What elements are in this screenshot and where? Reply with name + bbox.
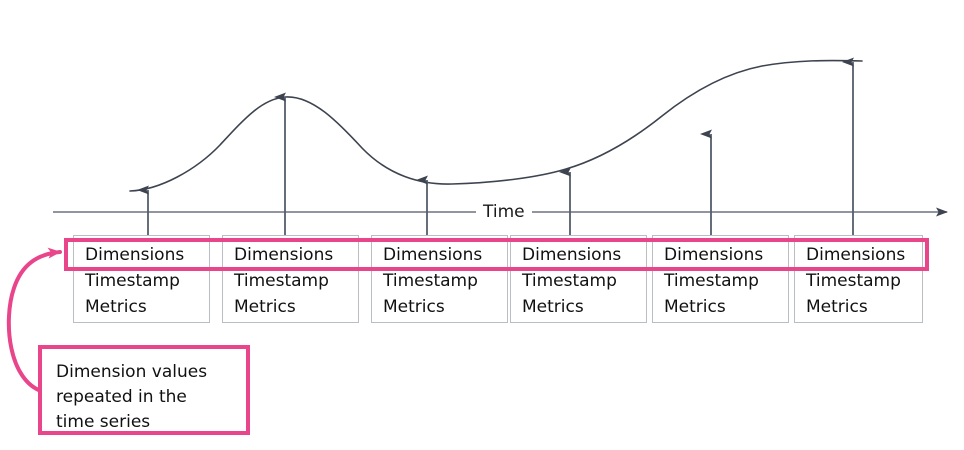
record-metrics-label: Metrics [806, 297, 868, 317]
record-metrics-label: Metrics [234, 297, 296, 317]
record-timestamp-label: Timestamp [664, 271, 759, 291]
record-timestamp-label: Timestamp [806, 271, 901, 291]
record-dimensions-label: Dimensions [234, 245, 334, 265]
record-metrics-label: Metrics [85, 297, 147, 317]
callout-connector-arrow [6, 247, 62, 394]
record-dimensions-label: Dimensions [522, 245, 622, 265]
record-dimensions-label: Dimensions [806, 245, 906, 265]
record-box[interactable]: Dimensions Timestamp Metrics [794, 235, 923, 323]
record-dimensions-label: Dimensions [383, 245, 483, 265]
callout-line: time series [56, 412, 151, 432]
callout-line: repeated in the [56, 387, 187, 407]
record-metrics-label: Metrics [664, 297, 726, 317]
record-dimensions-label: Dimensions [85, 245, 185, 265]
record-timestamp-label: Timestamp [383, 271, 478, 291]
record-metrics-label: Metrics [522, 297, 584, 317]
record-box[interactable]: Dimensions Timestamp Metrics [222, 235, 359, 323]
record-dimensions-label: Dimensions [664, 245, 764, 265]
record-timestamp-label: Timestamp [522, 271, 617, 291]
record-timestamp-label: Timestamp [234, 271, 329, 291]
record-box[interactable]: Dimensions Timestamp Metrics [371, 235, 508, 323]
time-axis-label: Time [476, 204, 532, 221]
callout-box: Dimension values repeated in the time se… [38, 345, 250, 435]
callout-line: Dimension values [56, 362, 208, 382]
record-box[interactable]: Dimensions Timestamp Metrics [510, 235, 647, 323]
record-box[interactable]: Dimensions Timestamp Metrics [652, 235, 789, 323]
record-box[interactable]: Dimensions Timestamp Metrics [73, 235, 210, 323]
time-series-curve [129, 59, 863, 192]
record-metrics-label: Metrics [383, 297, 445, 317]
record-timestamp-label: Timestamp [85, 271, 180, 291]
